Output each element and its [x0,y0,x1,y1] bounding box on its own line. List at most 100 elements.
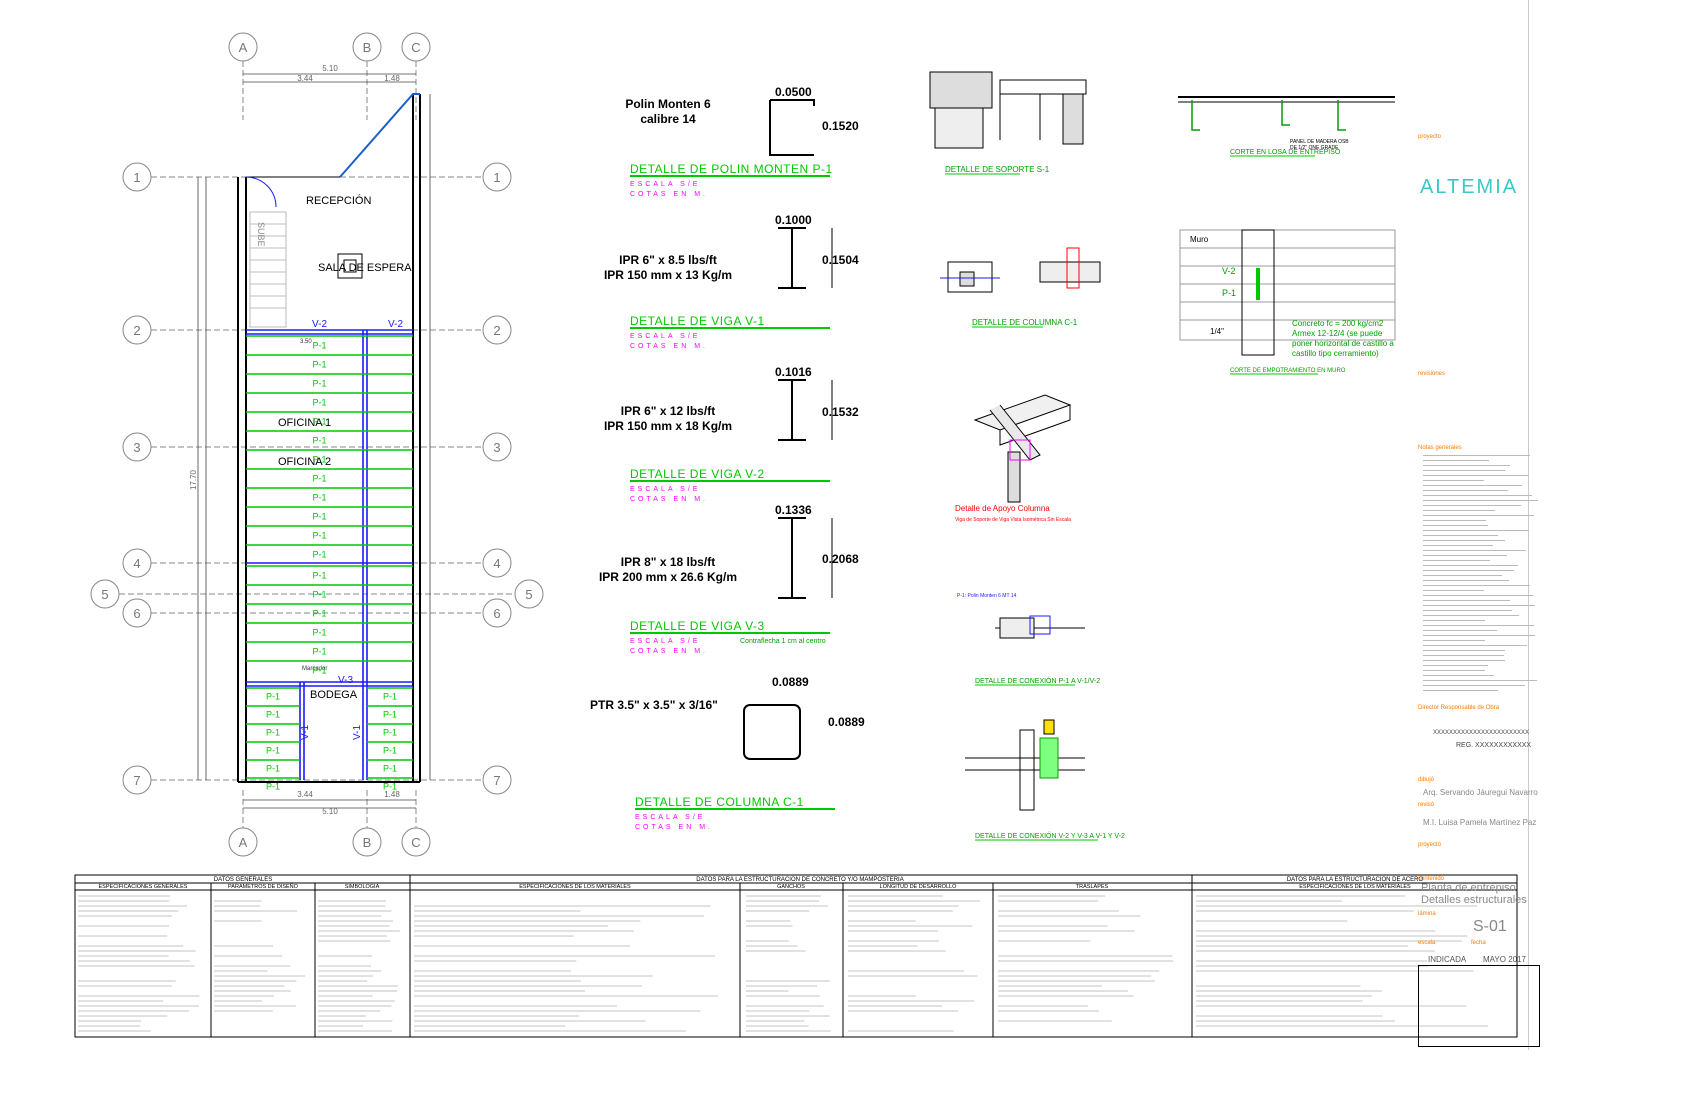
sheet-label: lámina [1418,911,1436,917]
drawn-label: dibujó [1418,777,1434,783]
entrance-door [246,177,276,207]
table-subheader: PARAMETROS DE DISEÑO [228,883,299,890]
dimension-top: 0.1000 [775,213,812,227]
grid-row-label: 4 [493,556,500,571]
grid-row-label: 5 [101,587,108,602]
table-subheader: LONGITUD DE DESARROLLO [880,884,957,890]
dimension-label: 5.10 [322,64,338,73]
note-line [1423,590,1484,591]
note-line [1423,460,1489,461]
note-line [1423,535,1498,536]
profile-name: IPR 8" x 18 lbs/ft [621,555,715,569]
dimension-side: 0.1520 [822,119,859,133]
room-label-storage: BODEGA [310,689,358,701]
grid-row-label: 1 [493,170,500,185]
director-name: XXXXXXXXXXXXXXXXXXXXXXXX [1433,730,1529,736]
detail-title: DETALLE DE VIGA V-3 [630,619,765,633]
beam-label: V-2 [1222,266,1236,276]
profile-name: IPR 150 mm x 18 Kg/m [604,419,732,433]
detail-scale: ESCALA S/E [630,181,700,188]
joist-label: P-1 [312,359,326,369]
project2-label: proyectó [1418,842,1441,848]
detail-units: COTAS EN M. [635,824,713,831]
note-line [1423,490,1508,491]
note-line [1423,665,1488,666]
note-line [1423,500,1538,501]
table-subheader: ESPECIFICACIONES GENERALES [99,884,188,890]
grid-col-label: A [239,835,248,850]
concreto-note: castillo tipo cerramiento) [1292,349,1379,358]
grid-row-label: 2 [133,323,140,338]
concreto-note: poner horizontal de castillo a [1292,339,1394,348]
monten-section-drawing [770,100,814,106]
table-header: DATOS PARA LA ESTRUCTURACION DE ACERO [1287,877,1424,883]
joist-label: P-1 [383,692,397,702]
company-name: ALTEMIA [1420,176,1518,199]
drawn-by: Arq. Servando Jáuregui Navarro [1423,788,1538,797]
note-line [1423,685,1525,686]
note-line [1423,655,1504,656]
profile-name: PTR 3.5" x 3.5" x 3/16" [590,698,718,712]
joist-label: P-1 [312,454,326,464]
joist-label: P-1 [266,764,280,774]
soporte-detail [930,72,1086,148]
joist-label: P-1 [312,340,326,350]
dimension-side: 0.1532 [822,405,859,419]
joist-label: P-1 [312,570,326,580]
detail-scale: ESCALA S/E [630,486,700,493]
note-line [1423,610,1512,611]
note-line [1423,595,1533,596]
note-line [1423,495,1532,496]
director-label: Director Responsable de Obra [1418,705,1499,711]
note-line [1423,510,1495,511]
dimension-side: 0.0889 [828,715,865,729]
table-subheader: ESPECIFICACIONES DE LOS MATERIALES [1299,884,1411,890]
room-label-reception: RECEPCIÓN [306,194,371,207]
table-subheader: ESPECIFICACIONES DE LOS MATERIALES [519,884,631,890]
note-line [1423,680,1537,681]
dimension-top: 0.0889 [772,675,809,689]
joist-label: P-1 [1222,288,1236,298]
grid-col-label: C [411,835,420,850]
table-header: DATOS PARA LA ESTRUCTURACION DE CONCRETO… [696,877,903,883]
note-line [1423,580,1509,581]
grid-row-label: 3 [133,440,140,455]
profile-name: Polin Monten 6 [625,97,711,111]
reviewed-by: M.I. Luisa Pamela Martínez Paz [1423,818,1536,827]
joist-label: P-1 [383,710,397,720]
title-block: proyecto ALTEMIA revisiones Notas genera… [1528,0,1686,1119]
detail-title-soporte: DETALLE DE SOPORTE S-1 [945,165,1050,174]
muro-label: Muro [1190,235,1209,244]
joist-label: P-1 [312,492,326,502]
grid-row-label: 6 [493,606,500,621]
note-line [1423,645,1527,646]
profile-name: IPR 150 mm x 13 Kg/m [604,268,732,282]
stairs-label: SUBE [256,222,266,247]
grid-row-label: 7 [133,773,140,788]
joist-label: P-1 [312,378,326,388]
note-line [1423,675,1494,676]
dimension-side: 0.2068 [822,552,859,566]
note-line [1423,540,1505,541]
dimension-side: 0.1504 [822,253,859,267]
grid-col-label: C [411,40,420,55]
joist-label: P-1 [266,746,280,756]
detail-title: DETALLE DE POLIN MONTEN P-1 [630,162,833,176]
note-line [1423,565,1518,566]
reception-glass-facade [340,94,420,177]
note-line [1423,515,1534,516]
note-line [1423,585,1530,586]
detail-title: DETALLE DE VIGA V-1 [630,314,765,328]
table-subheader: TRASLAPES [1076,884,1109,890]
grid-row-label: 3 [493,440,500,455]
revisions-label: revisiones [1418,371,1445,377]
joist-label: P-1 [312,646,326,656]
beam-label: V-1 [300,725,311,740]
detail-units: COTAS EN M. [630,343,708,350]
detail-units: COTAS EN M. [630,191,708,198]
joist-label: P-1 [312,397,326,407]
note-line [1423,555,1507,556]
joist-label: P-1 [383,746,397,756]
detail-title-columna: DETALLE DE COLUMNA C-1 [972,318,1078,327]
bottom-tables [75,875,1517,1037]
